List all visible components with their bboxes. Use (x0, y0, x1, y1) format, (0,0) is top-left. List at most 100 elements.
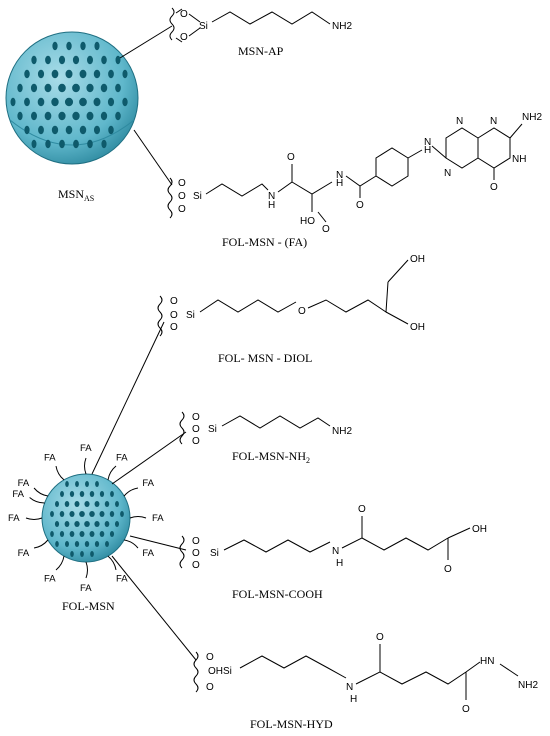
svg-text:NH: NH (512, 154, 526, 165)
pore (93, 97, 101, 107)
pore (107, 97, 115, 107)
fa-linker (129, 516, 147, 519)
fa-label: FA (44, 452, 56, 463)
svg-text:Si: Si (210, 548, 219, 559)
pore (86, 83, 94, 93)
pore (51, 125, 59, 135)
pore (109, 511, 115, 517)
pore (79, 69, 87, 79)
pore (55, 541, 59, 547)
connector-line (133, 129, 173, 186)
pore (17, 83, 23, 93)
svg-text:O: O (192, 436, 200, 447)
svg-text:NH2: NH2 (332, 21, 352, 32)
fol-msn-sphere (41, 473, 131, 563)
svg-text:H: H (336, 558, 343, 569)
fa-linker (33, 487, 48, 497)
pore (60, 491, 64, 497)
pore (110, 491, 114, 497)
svg-text:OHSi: OHSi (208, 666, 232, 677)
pore (45, 139, 51, 149)
pore (101, 55, 107, 65)
fa-linker (84, 457, 87, 475)
svg-text:O: O (170, 322, 178, 333)
svg-text:N: N (490, 116, 497, 127)
pore (93, 69, 101, 79)
pore (99, 511, 105, 517)
pore (44, 111, 52, 121)
pore (84, 541, 90, 547)
pore (89, 531, 95, 537)
svg-text:O: O (376, 632, 384, 643)
msn-ap-structure: O O Si NH2 (169, 7, 352, 43)
svg-text:HN: HN (480, 656, 494, 667)
fol-msn-hyd-label: FOL-MSN-HYD (250, 717, 333, 731)
pore (93, 125, 101, 135)
connector-line (111, 555, 197, 661)
pore (37, 97, 45, 107)
pore (89, 491, 95, 497)
fa-linker (85, 561, 88, 579)
msn-ap-label: MSN-AP (238, 44, 284, 58)
svg-text:O: O (322, 224, 330, 235)
svg-text:HO: HO (300, 216, 315, 227)
fa-linker (55, 465, 65, 481)
svg-text:H: H (424, 145, 431, 156)
pore (74, 521, 80, 527)
svg-text:O: O (192, 424, 200, 435)
fa-label: FA (44, 574, 56, 585)
svg-text:N: N (424, 137, 431, 148)
fa-label: FA (12, 489, 24, 500)
fol-msn-label: FOL-MSN (62, 599, 115, 613)
svg-text:NH2: NH2 (518, 680, 538, 691)
svg-text:OH: OH (472, 524, 487, 535)
pore (94, 541, 100, 547)
pore (73, 139, 79, 149)
fol-msn-nh2-structure: O O O Si NH2 (179, 411, 352, 447)
pore (24, 97, 30, 107)
pore (87, 55, 93, 65)
pore (65, 481, 69, 487)
pore (64, 521, 70, 527)
pore (86, 111, 94, 121)
pore (65, 69, 73, 79)
pore (120, 511, 124, 517)
fa-label: FA (80, 443, 92, 454)
pore (64, 541, 70, 547)
svg-text:O: O (192, 412, 200, 423)
svg-text:O: O (444, 564, 452, 575)
pore (84, 501, 90, 507)
svg-text:H: H (350, 694, 357, 705)
fol-msn-cooh-structure: O O O Si N H O OH O (179, 504, 487, 575)
pore (99, 531, 105, 537)
pore (38, 125, 44, 135)
pore (59, 511, 65, 517)
pore (58, 55, 66, 65)
pore (58, 111, 66, 121)
connector-line (111, 431, 187, 485)
pore (64, 97, 74, 107)
pore (64, 501, 70, 507)
pore (108, 125, 114, 135)
connector-line (129, 535, 187, 551)
pore (31, 111, 37, 121)
svg-text:O: O (178, 204, 186, 215)
svg-text:Si: Si (199, 21, 208, 32)
msn-as-label: MSNAS (58, 187, 94, 203)
svg-text:Si: Si (193, 191, 202, 202)
pore (79, 491, 85, 497)
pore (69, 491, 75, 497)
svg-text:O: O (192, 536, 200, 547)
pore (72, 83, 80, 93)
fa-linker (33, 539, 49, 549)
pore (66, 41, 72, 51)
pore (37, 69, 45, 79)
pore (24, 125, 30, 135)
svg-text:O: O (356, 200, 364, 211)
fol-msn-diol-structure: O O O Si O OH OH (157, 254, 425, 337)
pore (89, 511, 95, 517)
svg-text:O: O (206, 682, 214, 693)
pore (115, 111, 121, 121)
svg-text:N: N (346, 682, 353, 693)
